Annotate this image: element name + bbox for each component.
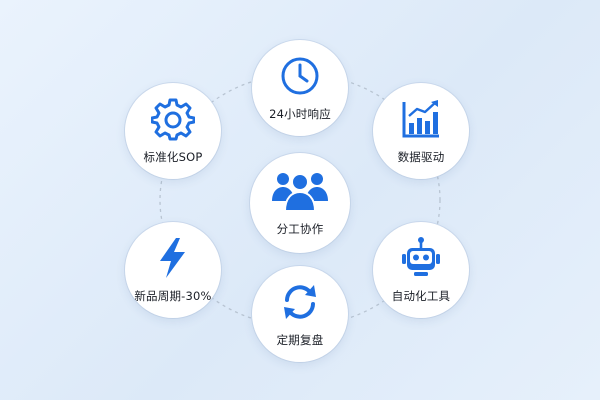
node-automation-tools: 自动化工具 xyxy=(373,222,469,318)
lightning-icon xyxy=(151,236,195,280)
node-label: 24小时响应 xyxy=(269,107,331,121)
node-team-collaboration: 分工协作 xyxy=(250,153,350,253)
node-new-product-cycle: 新品周期-30% xyxy=(125,222,221,318)
gear-icon xyxy=(151,97,195,141)
node-data-driven: 数据驱动 xyxy=(373,83,469,179)
node-label: 自动化工具 xyxy=(391,289,451,303)
bar-chart-icon xyxy=(399,97,443,141)
robot-icon xyxy=(399,236,443,280)
node-label: 分工协作 xyxy=(276,222,324,236)
node-24h-response: 24小时响应 xyxy=(252,40,348,136)
node-label: 定期复盘 xyxy=(276,333,324,347)
refresh-icon xyxy=(278,280,322,324)
node-label: 标准化SOP xyxy=(143,150,203,164)
node-standard-sop: 标准化SOP xyxy=(125,83,221,179)
node-label: 新品周期-30% xyxy=(134,289,212,303)
clock-icon xyxy=(278,54,322,98)
team-icon xyxy=(270,169,330,213)
node-label: 数据驱动 xyxy=(397,150,445,164)
node-periodic-review: 定期复盘 xyxy=(252,266,348,362)
